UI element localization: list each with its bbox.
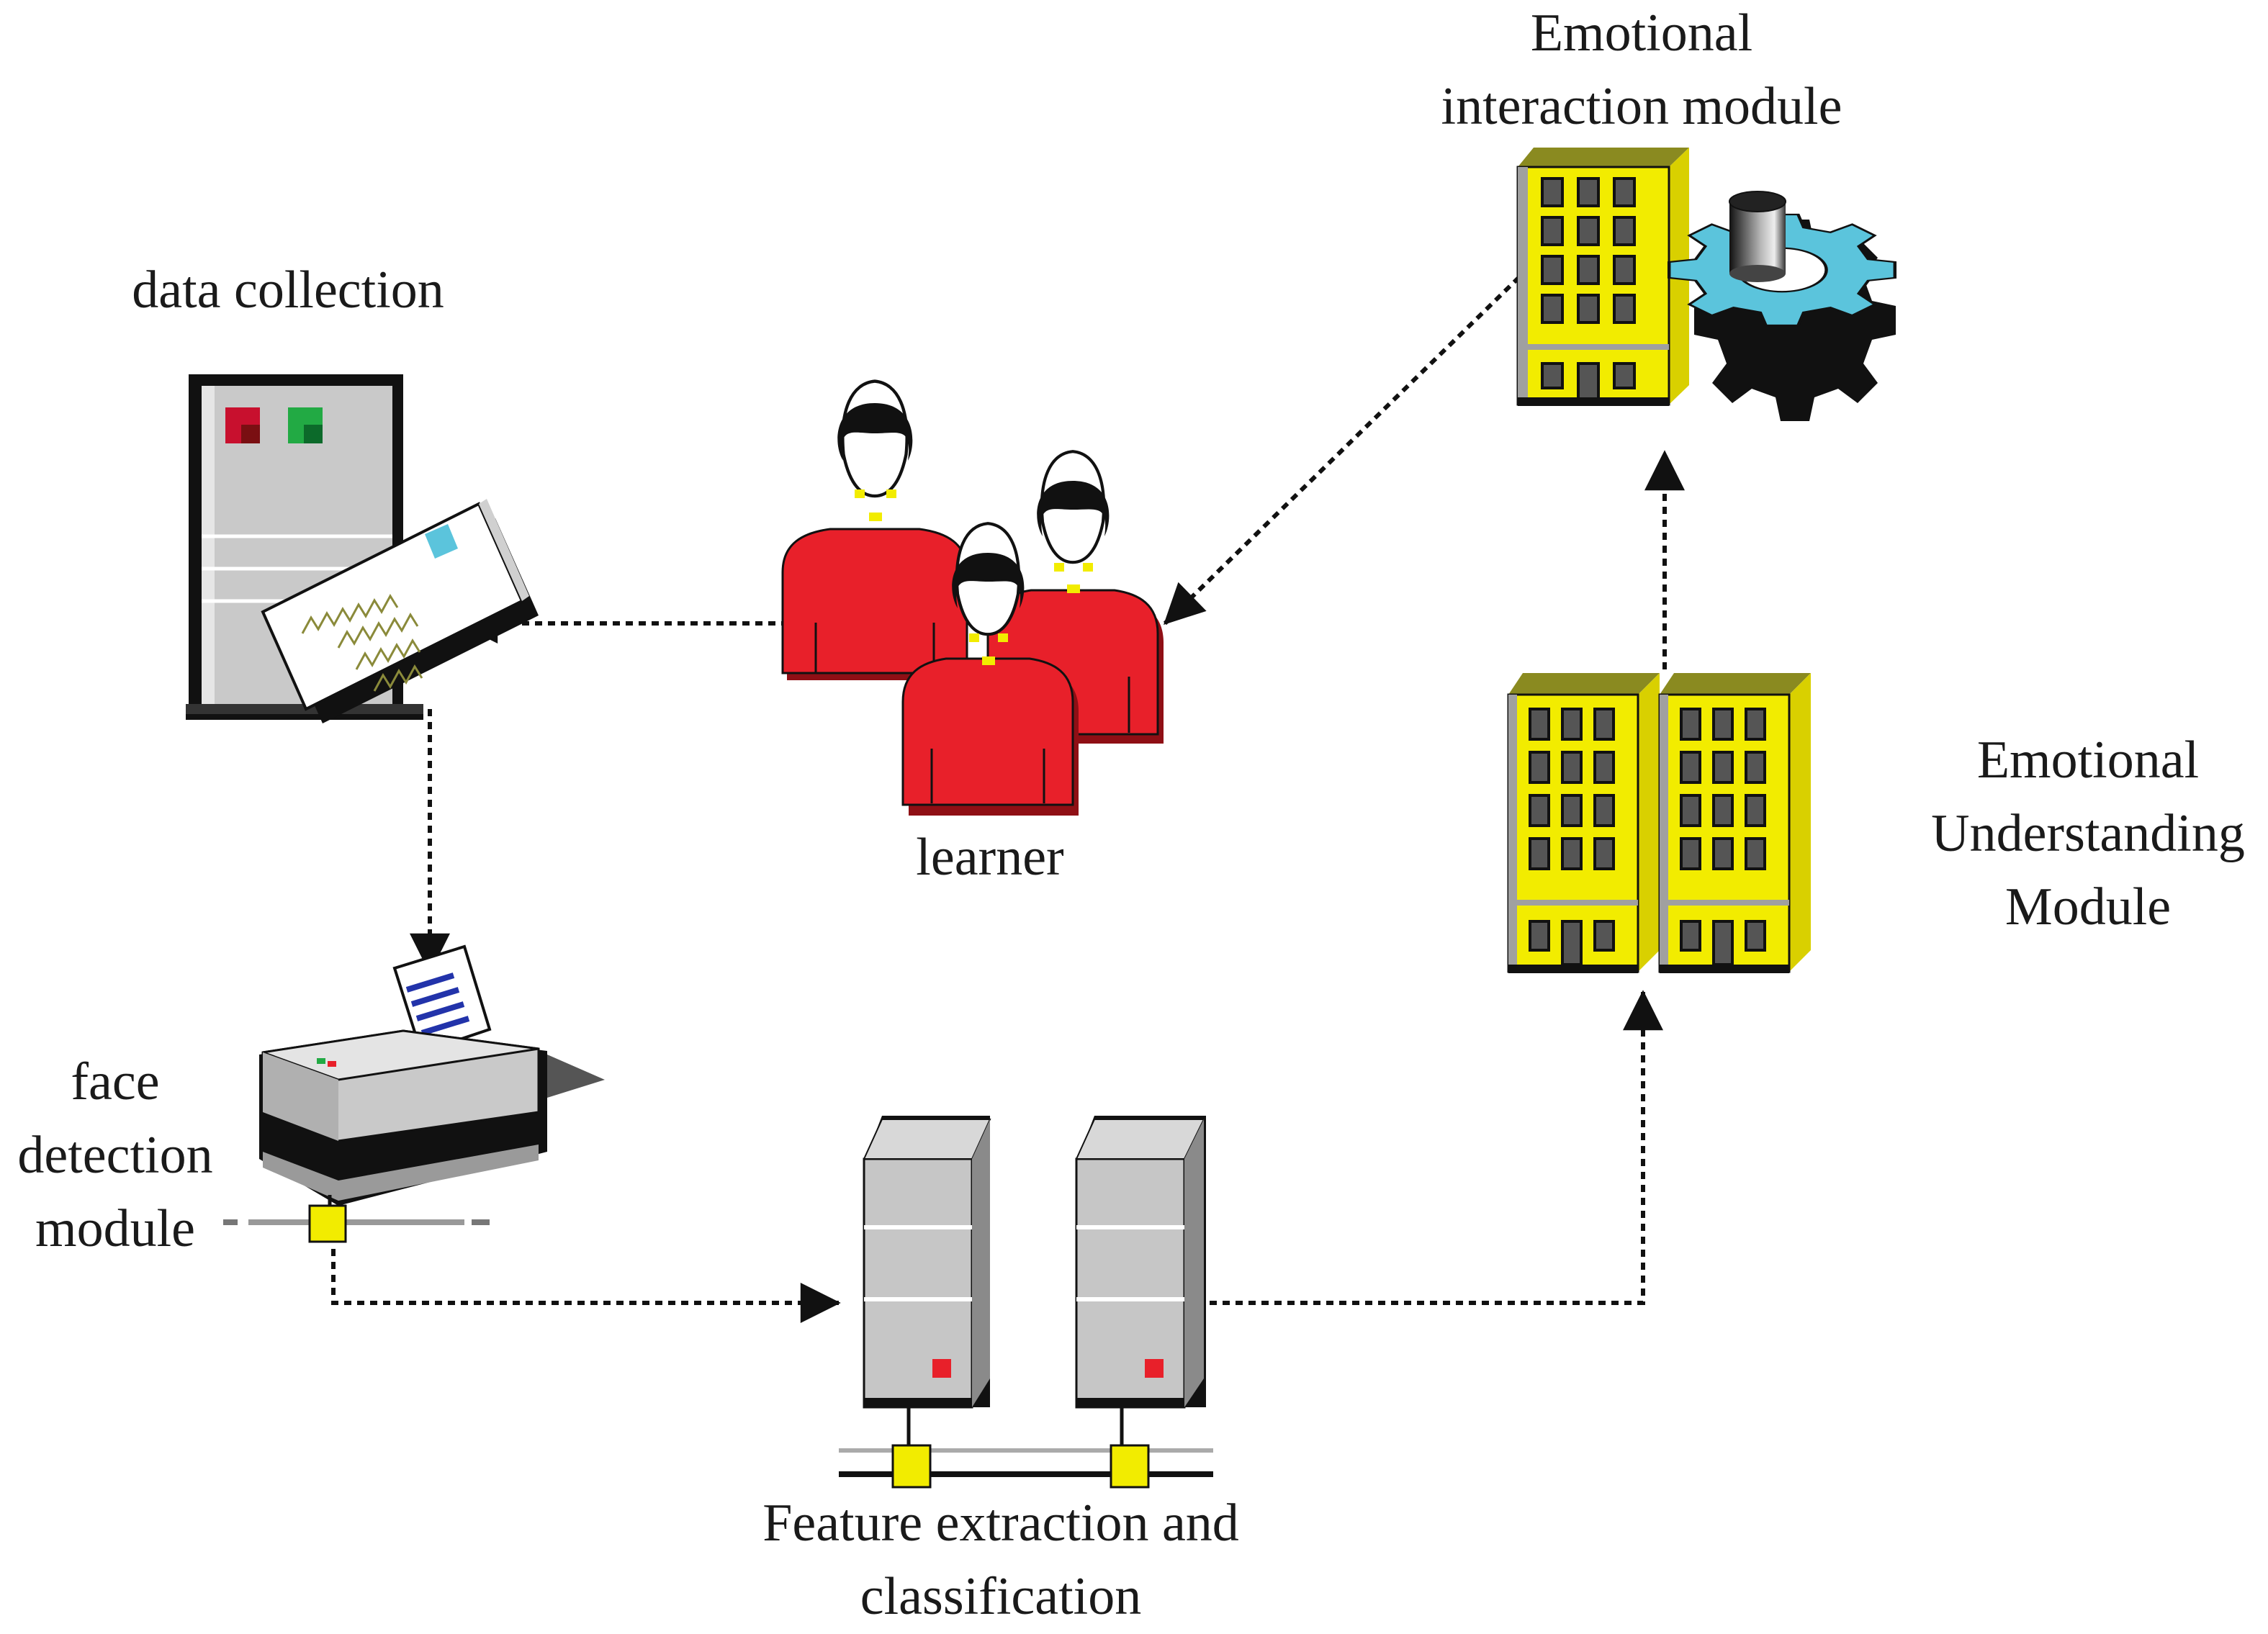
label-data-collection: data collection bbox=[101, 253, 475, 327]
label-face-detection-line2: detection bbox=[17, 1126, 213, 1185]
label-emotional-interaction-module: Emotional interaction module bbox=[1354, 0, 1930, 143]
label-emotional-interaction-line1: Emotional bbox=[1530, 4, 1753, 63]
arrow-feature-extraction-to-emotional-understanding bbox=[1210, 990, 1663, 1305]
twin-server-towers-icon bbox=[839, 1116, 1213, 1489]
label-data-collection-text: data collection bbox=[132, 261, 444, 320]
label-emotional-understanding-line1: Emotional bbox=[1976, 731, 2200, 790]
label-feature-extraction-line2: classification bbox=[860, 1567, 1142, 1626]
label-emotional-interaction-line2: interaction module bbox=[1441, 77, 1842, 136]
people-group-icon bbox=[781, 382, 1164, 816]
person-left bbox=[781, 382, 968, 680]
label-face-detection-line1: face bbox=[71, 1052, 160, 1111]
label-learner: learner bbox=[835, 821, 1145, 894]
server-rack-with-envelope-icon bbox=[186, 374, 539, 723]
printer-icon bbox=[223, 944, 605, 1243]
person-center bbox=[901, 523, 1079, 816]
label-learner-text: learner bbox=[916, 828, 1064, 887]
label-emotional-understanding-module: Emotional Understanding Module bbox=[1872, 723, 2268, 944]
label-face-detection-line3: module bbox=[35, 1199, 195, 1258]
label-feature-extraction-classification: Feature extraction and classification bbox=[648, 1486, 1354, 1633]
label-face-detection-module: face detection module bbox=[0, 1045, 230, 1265]
arrow-emotional-interaction-to-learner bbox=[1163, 275, 1521, 626]
label-feature-extraction-line1: Feature extraction and bbox=[762, 1494, 1239, 1553]
office-building-with-gear-icon bbox=[1516, 148, 1897, 421]
label-emotional-understanding-line3: Module bbox=[2004, 877, 2172, 936]
label-emotional-understanding-line2: Understanding bbox=[1931, 804, 2245, 863]
arrow-face-detection-to-feature-extraction bbox=[331, 1249, 841, 1323]
twin-office-buildings-icon bbox=[1507, 673, 1811, 973]
